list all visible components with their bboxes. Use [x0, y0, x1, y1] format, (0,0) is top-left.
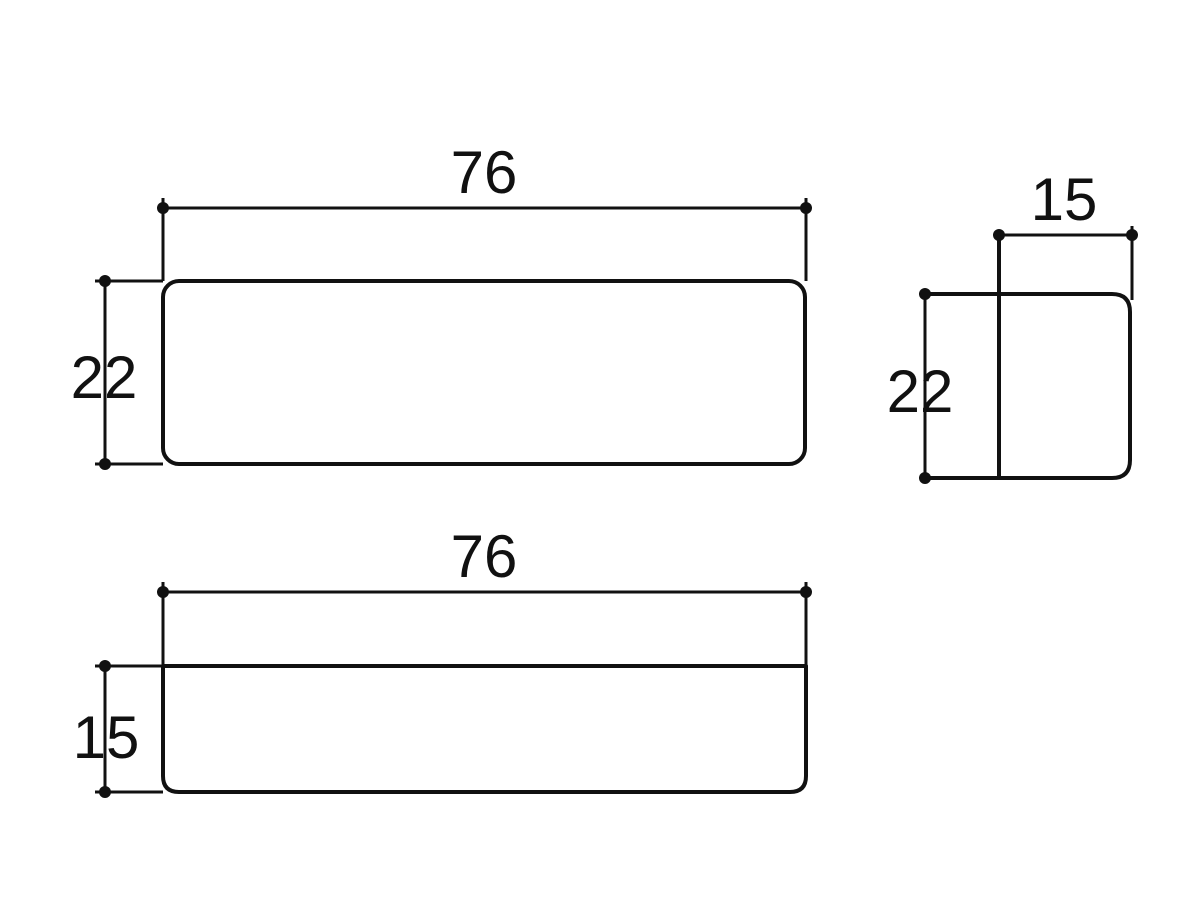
top-height-end-dot-bottom: [99, 786, 111, 798]
front-width-end-dot-right: [800, 202, 812, 214]
top-view-outline: [161, 664, 808, 794]
side-height-end-dot-bottom: [919, 472, 931, 484]
side-width-end-dot-left: [993, 229, 1005, 241]
front-view-outline: [161, 279, 807, 466]
side-width-label: 15: [1031, 166, 1098, 233]
side-height-end-dot-top: [919, 288, 931, 300]
front-height-end-dot-top: [99, 275, 111, 287]
side-view-outline: [925, 292, 1132, 480]
front-width-end-dot-left: [157, 202, 169, 214]
front-width-label: 76: [451, 139, 518, 206]
side-width-end-dot-right: [1126, 229, 1138, 241]
front-height-label: 22: [71, 344, 138, 411]
side-view: 15 22: [887, 166, 1138, 484]
top-width-end-dot-left: [157, 586, 169, 598]
front-height-end-dot-bottom: [99, 458, 111, 470]
top-width-end-dot-right: [800, 586, 812, 598]
top-height-end-dot-top: [99, 660, 111, 672]
side-height-label: 22: [887, 358, 954, 425]
top-width-label: 76: [451, 523, 518, 590]
front-view: 76 22: [71, 139, 812, 470]
top-height-label: 15: [73, 704, 140, 771]
top-view: 76 15: [73, 523, 812, 798]
